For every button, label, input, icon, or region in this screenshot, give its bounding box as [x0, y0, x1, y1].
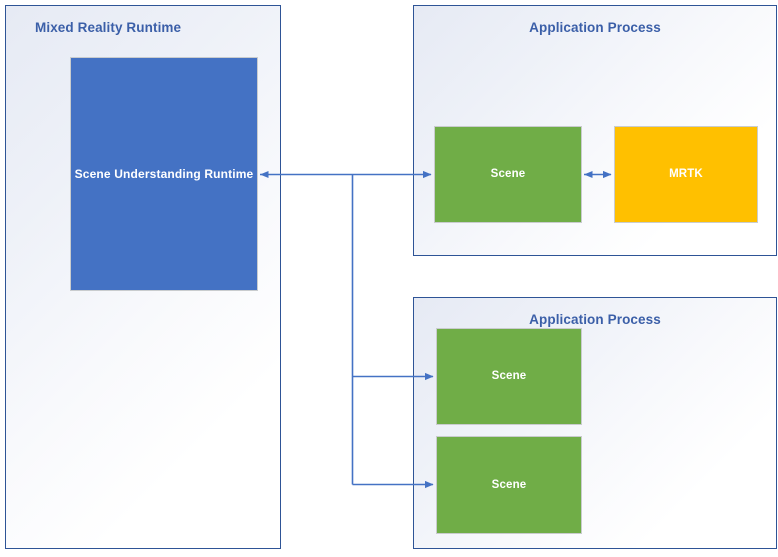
panel-title-application-process-2: Application Process	[529, 312, 661, 327]
node-label-scene-1: Scene	[490, 168, 526, 181]
node-mrtk[interactable]: MRTK	[614, 126, 758, 223]
panel-title-application-process-1: Application Process	[529, 20, 661, 35]
node-scene-1[interactable]: Scene	[434, 126, 582, 223]
node-scene-3[interactable]: Scene	[436, 436, 582, 534]
panel-title-mixed-reality-runtime: Mixed Reality Runtime	[35, 20, 182, 35]
node-label-scene-2: Scene	[491, 370, 527, 383]
node-label-mrtk: MRTK	[669, 168, 703, 181]
node-label-scene-3: Scene	[491, 478, 527, 491]
node-scene-2[interactable]: Scene	[436, 328, 582, 425]
node-label-scene-understanding-runtime: Scene Understanding Runtime	[74, 166, 254, 181]
node-scene-understanding-runtime[interactable]: Scene Understanding Runtime	[70, 57, 258, 291]
